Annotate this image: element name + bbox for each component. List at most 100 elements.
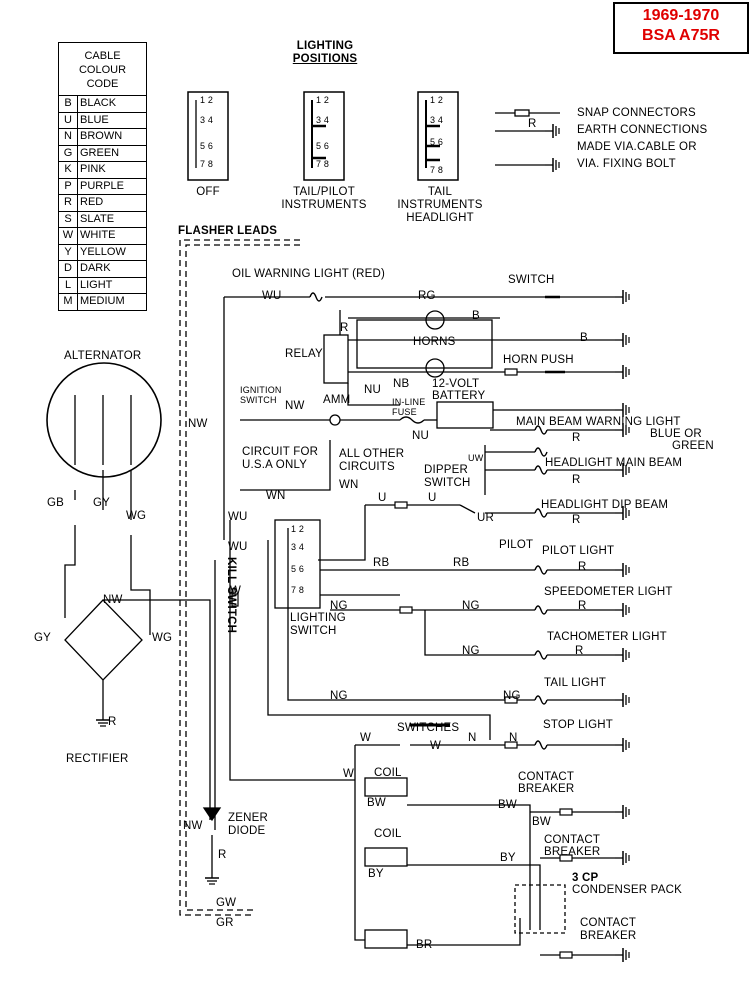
wire-w-4: W — [343, 768, 355, 780]
wire-ng-4: NG — [330, 690, 348, 702]
legend-earth-2: MADE VIA.CABLE OR — [577, 141, 697, 153]
wire-n-2: N — [509, 732, 518, 744]
pos-head-label-3: HEADLIGHT — [406, 212, 474, 224]
colour-code-value: BROWN — [77, 128, 147, 146]
wire-nb: NB — [393, 378, 410, 390]
wire-ng-3: NG — [462, 645, 480, 657]
wire-ng-5: NG — [503, 690, 521, 702]
coil-2-label: COIL — [374, 828, 402, 840]
cb-2-label-1: CONTACT — [544, 834, 601, 846]
switch-contact-12: 1 2 — [291, 524, 305, 534]
green-label: GREEN — [672, 440, 714, 452]
title-model: BSA A75R — [642, 27, 720, 44]
switches-label: SWITCHES — [397, 722, 460, 734]
wire-nu-2: NU — [412, 430, 430, 442]
horns-label: HORNS — [413, 336, 456, 348]
dipper-label-1: DIPPER — [424, 464, 469, 476]
headlight-main-label: HEADLIGHT MAIN BEAM — [545, 457, 683, 469]
usa-label-1: CIRCUIT FOR — [242, 446, 319, 458]
cb-1-label-2: BREAKER — [518, 783, 575, 795]
legend-earth-1: EARTH CONNECTIONS — [577, 124, 708, 136]
wire-gw: GW — [216, 897, 237, 909]
wire-wg-2: WG — [152, 632, 173, 644]
wire-wg-1: WG — [126, 510, 147, 522]
flasher-leads-label: FLASHER LEADS — [178, 225, 278, 237]
cb-3-label-1: CONTACT — [580, 917, 637, 929]
wire-u-2: U — [428, 492, 437, 504]
wire-bw-2: BW — [498, 799, 517, 811]
tachometer-label: TACHOMETER LIGHT — [547, 631, 667, 643]
wire-r-2: R — [572, 474, 581, 486]
colour-code-value: YELLOW — [77, 243, 147, 261]
condenser-label-1: 3 CP — [572, 872, 599, 884]
wire-w-1: W — [230, 585, 242, 597]
wire-by-2: BY — [368, 868, 384, 880]
wire-gy-2: GY — [34, 632, 52, 644]
switch-contact-34: 3 4 — [291, 542, 305, 552]
pilot-label: PILOT — [499, 539, 534, 551]
blue-or-label: BLUE OR — [650, 428, 702, 440]
head-contact-78: 7 8 — [430, 165, 444, 175]
dipper-label-2: SWITCH — [424, 477, 471, 489]
wire-b-1: B — [472, 310, 480, 322]
lighting-positions-title-1: LIGHTING — [296, 40, 354, 52]
lighting-positions-title-2: POSITIONS — [292, 53, 358, 65]
lighting-switch-label-2: SWITCH — [290, 625, 337, 637]
title-box: 1969-1970 BSA A75R — [613, 2, 749, 54]
switch-contact-56: 5 6 — [291, 564, 305, 574]
wire-by-1: BY — [500, 852, 516, 864]
wire-ur: UR — [477, 512, 495, 524]
wire-r-6: R — [575, 645, 584, 657]
battery-label-1: 12-VOLT — [432, 378, 480, 390]
off-contact-56: 5 6 — [200, 141, 214, 151]
coil-1-label: COIL — [374, 767, 402, 779]
wire-br: BR — [416, 939, 433, 951]
off-contact-34: 3 4 — [200, 115, 214, 125]
pilot-light-label: PILOT LIGHT — [542, 545, 615, 557]
wire-uw: UW — [468, 453, 484, 463]
usa-label-2: U.S.A ONLY — [242, 459, 308, 471]
cb-2-label-2: BREAKER — [544, 846, 601, 858]
pos-off-label: OFF — [196, 186, 220, 198]
legend-earth-3: VIA. FIXING BOLT — [577, 158, 676, 170]
condenser-label-2: CONDENSER PACK — [572, 884, 682, 896]
headlight-dip-label: HEADLIGHT DIP BEAM — [541, 499, 669, 511]
cb-1-label-1: CONTACT — [518, 771, 575, 783]
wire-wn-2: WN — [266, 490, 286, 502]
wire-bw-1: BW — [367, 797, 386, 809]
colour-code-value: MEDIUM — [77, 293, 147, 311]
wire-nu-1: NU — [364, 384, 382, 396]
colour-code-value: GREEN — [77, 144, 147, 162]
wire-wu-1: WU — [262, 290, 282, 302]
tail-contact-34: 3 4 — [316, 115, 330, 125]
wire-r-5: R — [578, 600, 587, 612]
legend-r: R — [528, 118, 537, 130]
colour-code-title: CABLE COLOUR CODE — [58, 42, 147, 96]
wire-nw-3: NW — [103, 594, 123, 606]
colour-code-value: DARK — [77, 260, 147, 278]
wire-n-1: N — [468, 732, 477, 744]
colour-code-value: SLATE — [77, 210, 147, 228]
fuse-label-1: IN-LINE — [392, 397, 426, 407]
wire-gb: GB — [47, 497, 65, 509]
legend-snap: SNAP CONNECTORS — [577, 107, 696, 119]
title-years: 1969-1970 — [642, 7, 720, 24]
wire-gr: GR — [216, 917, 234, 929]
wire-ng-2: NG — [462, 600, 480, 612]
head-contact-12: 1 2 — [430, 95, 444, 105]
tail-light-label: TAIL LIGHT — [544, 677, 607, 689]
zener-r: R — [218, 849, 227, 861]
head-contact-56: 5 6 — [430, 137, 444, 147]
main-beam-warning-label: MAIN BEAM WARNING LIGHT — [516, 416, 681, 428]
pos-tail-label-1: TAIL/PILOT — [293, 186, 355, 198]
